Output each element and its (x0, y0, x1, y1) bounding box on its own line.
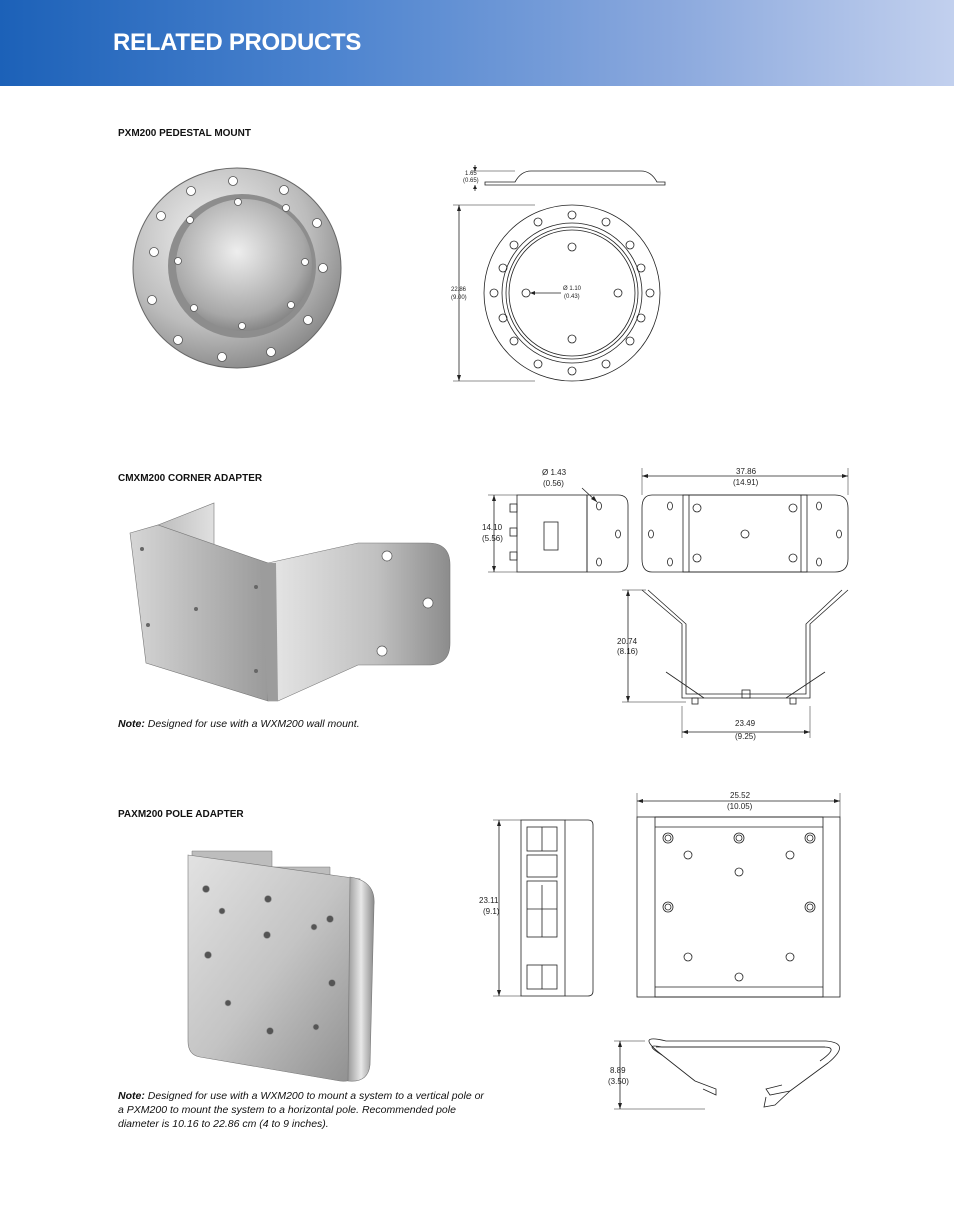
corner-depth-in-label: (8.16) (617, 647, 638, 656)
pedestal-mount-drawing: 1.65 (0.65) 22.86 (9.00) Ø 1.10 (0.43) (451, 165, 666, 382)
pole-note-text: Designed for use with a WXM200 to mount … (118, 1090, 484, 1130)
pole-height-label: 23.11 (479, 896, 499, 905)
corner-height-in-label: (5.56) (482, 534, 503, 543)
corner-adapter-photo (129, 502, 451, 702)
pedestal-diameter-in-label: (9.00) (451, 295, 467, 301)
pedestal-height-label: 1.65 (465, 171, 477, 177)
corner-hole-in-label: (0.56) (543, 479, 564, 488)
corner-width-in-label: (14.91) (733, 478, 759, 487)
pole-note: Note: Designed for use with a WXM200 to … (118, 1089, 486, 1131)
corner-height-label: 14.10 (482, 523, 503, 532)
page-header: RELATED PRODUCTS (0, 0, 954, 86)
corner-note-text: Designed for use with a WXM200 wall moun… (144, 718, 360, 730)
pole-adapter-drawing: 25.52 (10.05) 23.11 (9.1) 8.89 (3.50) (479, 791, 841, 1110)
corner-width-label: 37.86 (736, 467, 757, 476)
pedestal-height-in-label: (0.65) (463, 178, 479, 184)
pedestal-title: PXM200 PEDESTAL MOUNT (118, 128, 251, 139)
corner-note-label: Note: (118, 718, 145, 730)
corner-depth-label: 20.74 (617, 637, 638, 646)
corner-hole-label: Ø 1.43 (542, 468, 567, 477)
corner-note: Note: Designed for use with a WXM200 wal… (118, 717, 458, 731)
corner-base-in-label: (9.25) (735, 732, 756, 741)
corner-base-label: 23.49 (735, 719, 756, 728)
page-title: RELATED PRODUCTS (113, 29, 362, 56)
pole-title: PAXM200 POLE ADAPTER (118, 809, 244, 820)
pole-width-in-label: (10.05) (727, 802, 753, 811)
pedestal-diameter-label: 22.86 (451, 287, 467, 293)
pole-note-label: Note: (118, 1090, 145, 1102)
pedestal-hole-label: Ø 1.10 (563, 286, 582, 292)
corner-title: CMXM200 CORNER ADAPTER (118, 473, 263, 484)
corner-adapter-drawing: Ø 1.43 (0.56) 37.86 (14.91) 14.10 (5.56)… (482, 467, 849, 741)
pole-adapter-photo (187, 850, 375, 1082)
pedestal-mount-photo (132, 167, 342, 369)
pole-height-in-label: (9.1) (483, 907, 500, 916)
pole-depth-in-label: (3.50) (608, 1077, 629, 1086)
pole-depth-label: 8.89 (610, 1066, 626, 1075)
pedestal-hole-in-label: (0.43) (564, 294, 580, 300)
pole-width-label: 25.52 (730, 791, 751, 800)
